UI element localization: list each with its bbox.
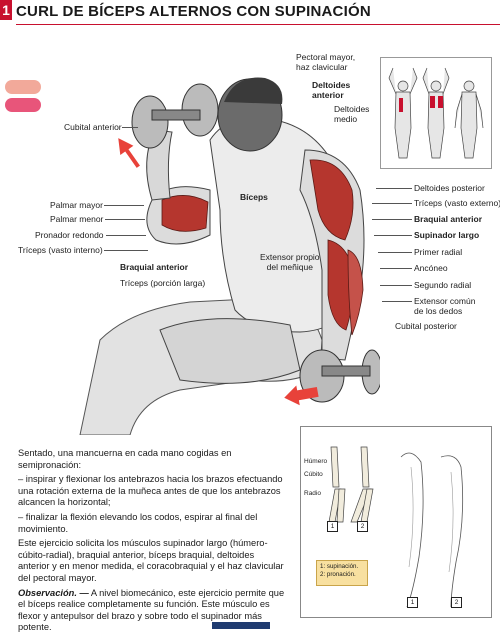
inset-figure-1-highlight bbox=[399, 98, 403, 112]
arm-number-2: 2 bbox=[451, 597, 462, 608]
label-pronador-redondo: Pronador redondo bbox=[35, 230, 104, 240]
label-triceps-vasto-interno: Tríceps (vasto interno) bbox=[18, 245, 103, 255]
leader-primer-radial bbox=[378, 252, 412, 253]
label-pectoral-mayor: Pectoral mayor, haz clavicular bbox=[296, 52, 356, 72]
inset-figure-3 bbox=[454, 80, 484, 159]
leader-extensor-comun bbox=[382, 301, 412, 302]
observation-title: Observación. — bbox=[18, 587, 89, 598]
label-radio: Radio bbox=[304, 490, 321, 497]
label-triceps-porcion-larga: Tríceps (porción larga) bbox=[120, 278, 206, 288]
bone-number-1: 1 bbox=[327, 521, 338, 532]
label-braquial-anterior-right: Braquial anterior bbox=[414, 214, 483, 224]
leader-palmar-menor bbox=[105, 219, 145, 220]
arm-number-1: 1 bbox=[407, 597, 418, 608]
leader-triceps-vasto-interno bbox=[104, 250, 148, 251]
label-extensor-comun: Extensor común de los dedos bbox=[414, 296, 476, 316]
bone-number-2: 2 bbox=[357, 521, 368, 532]
leader-pronador-redondo bbox=[106, 235, 146, 236]
label-palmar-menor: Palmar menor bbox=[50, 214, 104, 224]
label-triceps-vasto-externo: Tríceps (vasto externo) bbox=[414, 198, 500, 208]
label-deltoides-posterior: Deltoides posterior bbox=[414, 183, 485, 193]
leader-braquial-anterior bbox=[372, 219, 412, 220]
label-extensor-propio: Extensor propio del meñique bbox=[260, 252, 320, 272]
page-footer-bar bbox=[212, 622, 270, 629]
label-primer-radial: Primer radial bbox=[414, 247, 463, 257]
leader-cubital-anterior bbox=[122, 127, 138, 128]
label-cubital-posterior: Cubital posterior bbox=[395, 321, 457, 331]
leader-anconeo bbox=[380, 268, 412, 269]
leader-triceps-vasto-externo bbox=[372, 203, 412, 204]
label-anconeo: Ancóneo bbox=[414, 263, 448, 273]
label-cubito: Cúbito bbox=[304, 471, 323, 478]
label-supinador-largo: Supinador largo bbox=[414, 230, 480, 240]
label-palmar-mayor: Palmar mayor bbox=[50, 200, 103, 210]
label-biceps: Bíceps bbox=[240, 192, 268, 202]
observation-text: A nivel biomecánico, este ejercicio perm… bbox=[18, 587, 285, 633]
bone-rotation-panel: Húmero Cúbito Radio 1 2 1 2 1: supinació… bbox=[300, 426, 492, 618]
label-braquial-anterior-left: Braquial anterior bbox=[120, 262, 189, 272]
leader-supinador-largo bbox=[374, 235, 412, 236]
section-marker-light bbox=[5, 80, 41, 94]
leader-deltoides-posterior bbox=[376, 188, 412, 189]
label-humero: Húmero bbox=[304, 458, 328, 465]
chapter-number-tab: 1 bbox=[0, 0, 12, 20]
label-deltoides-anterior: Deltoides anterior bbox=[312, 80, 351, 100]
main-anatomy-illustration bbox=[79, 77, 380, 435]
title-rule bbox=[16, 24, 500, 25]
label-deltoides-medio: Deltoides medio bbox=[334, 104, 370, 124]
inset-figure-1 bbox=[388, 67, 418, 159]
rotation-legend: 1: supinación. 2: pronación. bbox=[316, 560, 368, 586]
inset-figures bbox=[380, 57, 492, 169]
page-title: CURL DE BÍCEPS ALTERNOS CON SUPINACIÓN bbox=[16, 3, 371, 20]
leader-palmar-mayor bbox=[104, 205, 144, 206]
label-segundo-radial: Segundo radial bbox=[414, 280, 472, 290]
label-cubital-anterior: Cubital anterior bbox=[64, 122, 122, 132]
inset-figure-2 bbox=[422, 67, 450, 159]
leader-segundo-radial bbox=[380, 285, 412, 286]
exercise-description: Sentado, una mancuerna en cada mano cogi… bbox=[18, 448, 285, 633]
section-marker-dark bbox=[5, 98, 41, 112]
